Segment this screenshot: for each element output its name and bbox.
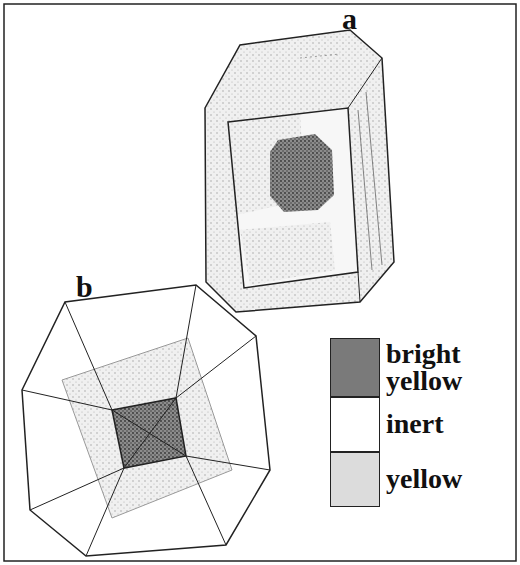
figure-label: b <box>76 272 93 302</box>
legend-row: inert <box>330 397 506 452</box>
legend-text: yellow <box>386 466 506 493</box>
legend-row: yellow <box>330 452 506 507</box>
legend-swatch <box>330 452 380 507</box>
legend-swatch <box>330 397 380 452</box>
legend-text: inert <box>386 411 506 438</box>
figure-frame <box>4 4 516 561</box>
legend-text: bright yellow <box>386 341 506 394</box>
legend-row: bright yellow <box>330 338 506 397</box>
crystal-a <box>205 30 394 312</box>
legend-swatch <box>330 338 380 397</box>
figure-label: a <box>342 4 357 34</box>
crystal-b <box>22 285 270 556</box>
